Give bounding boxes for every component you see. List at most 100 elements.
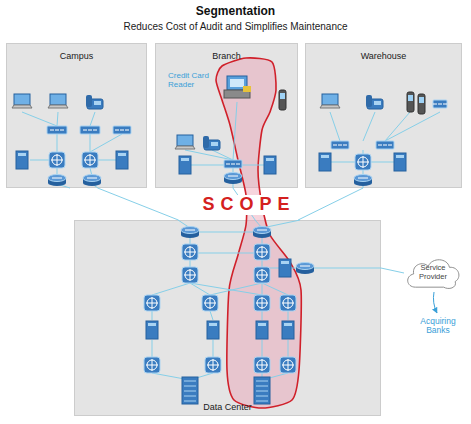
site-panels	[7, 44, 462, 416]
switch-icon	[376, 141, 394, 149]
cloud-shape	[408, 260, 459, 289]
network-link	[330, 112, 340, 141]
scope-label: SCOPE	[199, 195, 299, 215]
device-icons	[12, 76, 447, 404]
multilayer-switch-icon	[49, 152, 65, 168]
subtitle: Reduces Cost of Audit and Simplifies Mai…	[0, 21, 471, 32]
site-panel: Branch	[155, 43, 298, 188]
network-links	[22, 102, 440, 380]
router-icon	[354, 175, 372, 187]
server-icon	[256, 321, 268, 339]
server-icon	[146, 321, 158, 339]
datacenter-panel: Data Center	[74, 220, 381, 416]
network-link	[242, 165, 264, 166]
network-link	[363, 150, 364, 154]
switch-icon	[113, 126, 131, 134]
bank-arrow	[433, 292, 437, 313]
handheld-scanner-icon	[279, 90, 286, 110]
node-label: Service Provider	[410, 264, 456, 281]
server-icon	[207, 321, 219, 339]
multilayer-switch-icon	[280, 295, 296, 311]
multilayer-switch-icon	[355, 154, 371, 170]
network-link	[185, 150, 233, 160]
card-reader-icon	[224, 76, 251, 98]
switch-icon	[80, 126, 100, 134]
switch-icon	[331, 141, 349, 149]
panel-fill	[7, 44, 147, 188]
network-link	[212, 150, 233, 160]
network-link	[190, 283, 262, 295]
bank-label: Acquiring Banks	[410, 317, 466, 336]
server-icon	[16, 151, 28, 169]
node-label: Campus	[60, 51, 94, 61]
network-link	[90, 134, 91, 152]
handheld-scanner-icon	[418, 94, 425, 114]
laptop-icon	[48, 94, 68, 108]
multilayer-switch-icon	[254, 267, 270, 283]
network-link	[90, 134, 122, 152]
network-link	[262, 283, 288, 295]
storage-array-icon	[254, 377, 270, 404]
multilayer-switch-icon	[144, 357, 160, 373]
network-link	[385, 112, 440, 141]
network-link	[233, 102, 237, 160]
device-label: Credit Card Reader	[168, 72, 216, 90]
server-icon	[282, 321, 294, 339]
network-link	[90, 112, 95, 126]
scope-outline	[216, 58, 301, 408]
network-link	[210, 311, 213, 320]
router-icon	[253, 227, 271, 239]
multilayer-switch-icon	[254, 295, 270, 311]
laptop-icon	[320, 94, 340, 108]
network-link	[57, 112, 58, 126]
node-label: Warehouse	[361, 51, 407, 61]
router-icon	[48, 175, 66, 187]
site-panel: Warehouse	[305, 43, 462, 188]
router-icon	[296, 263, 314, 275]
network-connector	[98, 188, 179, 220]
network-link	[309, 268, 381, 269]
network-link	[262, 311, 263, 320]
network-link	[288, 311, 289, 320]
network-link	[331, 162, 355, 163]
network-link	[98, 160, 116, 161]
ip-phone-icon	[366, 95, 383, 109]
network-link	[152, 311, 153, 320]
network-link	[152, 283, 190, 295]
ip-phone-icon	[203, 136, 220, 150]
server-icon	[319, 153, 331, 171]
network-link	[152, 340, 153, 357]
network-link	[288, 340, 289, 357]
network-link	[198, 232, 254, 233]
multilayer-switch-icon	[254, 357, 270, 373]
diagram-title: Segmentation	[0, 5, 471, 18]
server-icon	[264, 156, 276, 174]
network-connector	[298, 188, 363, 220]
network-link	[385, 112, 410, 141]
multilayer-switch-icon	[182, 267, 198, 283]
site-panel: Campus	[6, 43, 147, 188]
server-icon	[394, 153, 406, 171]
network-link	[213, 340, 214, 357]
network-link	[198, 253, 254, 254]
network-link	[210, 283, 262, 295]
handheld-scanner-icon	[407, 92, 414, 112]
network-link	[22, 112, 57, 126]
server-icon	[279, 259, 291, 277]
multilayer-switch-icon	[205, 357, 221, 373]
server-icon	[116, 151, 128, 169]
node-label: Branch	[212, 51, 241, 61]
network-connector	[381, 268, 404, 273]
network-link	[262, 340, 263, 357]
network-link	[262, 283, 263, 295]
multilayer-switch-icon	[182, 244, 198, 260]
ip-phone-icon	[86, 95, 103, 109]
router-icon	[83, 175, 101, 187]
router-icon	[181, 227, 199, 239]
router-icon	[224, 173, 242, 185]
switch-icon	[47, 126, 67, 134]
provider-cloud: Service Provider	[404, 256, 462, 290]
network-link	[57, 134, 58, 152]
node-label: Data Center	[203, 402, 252, 412]
